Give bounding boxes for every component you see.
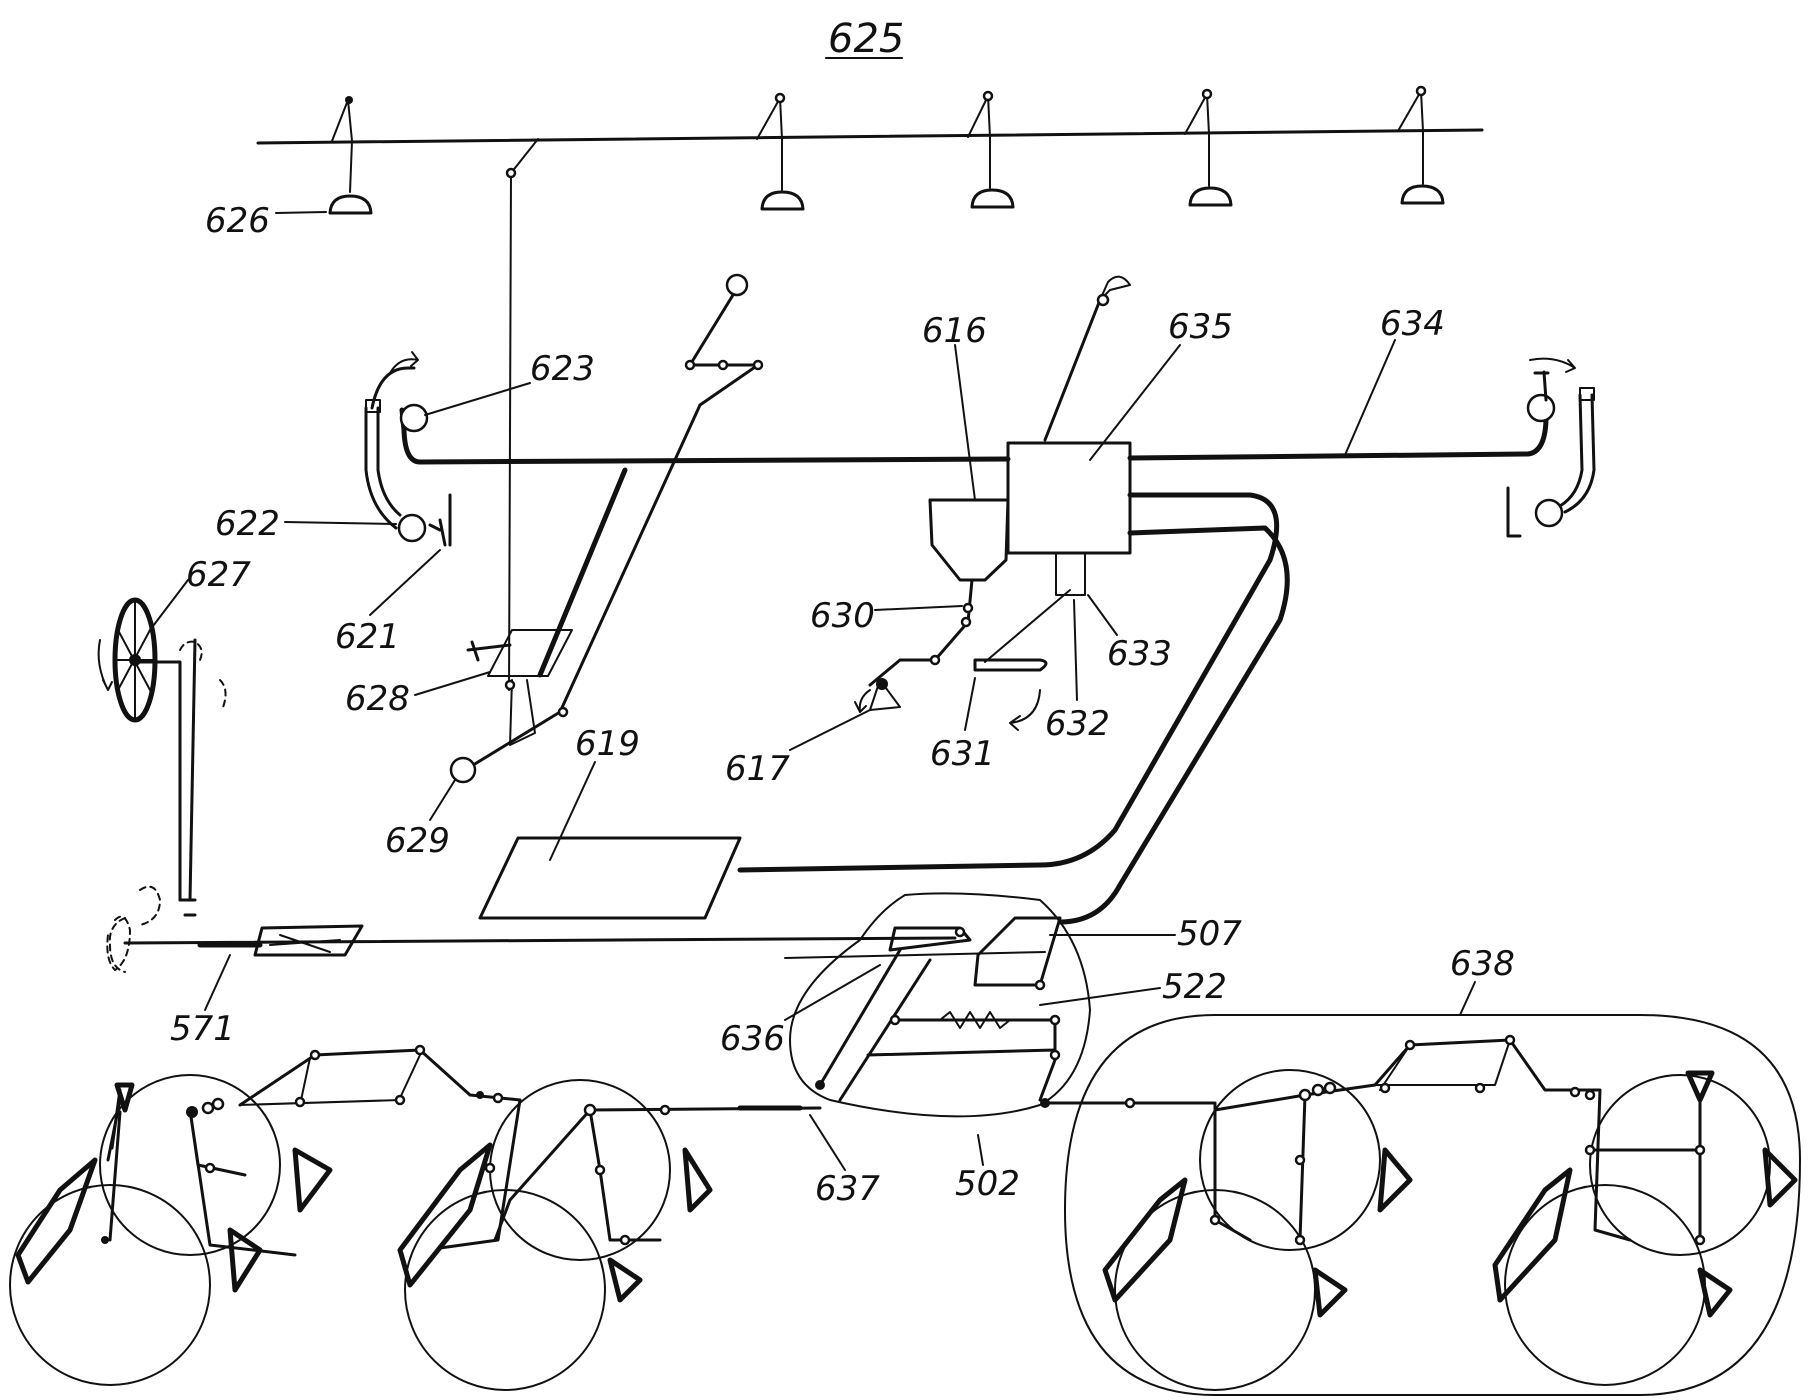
label-621: 621 (335, 617, 400, 657)
central-unit-635 (928, 275, 1132, 596)
lamp-icon (1400, 184, 1445, 205)
label-617: 617 (725, 749, 790, 789)
label-522: 522 (1162, 967, 1227, 1007)
leader-638 (1459, 981, 1476, 1016)
label-571: 571 (170, 1009, 235, 1049)
label-507: 507 (1177, 914, 1242, 954)
leader-630 (874, 605, 963, 611)
controller-628 (449, 403, 702, 784)
label-638: 638 (1450, 944, 1515, 984)
label-626: 626 (205, 201, 270, 241)
lamp-icon (1188, 186, 1233, 207)
coupling-left (588, 1104, 822, 1116)
leader-522 (1039, 987, 1161, 1006)
steering-wheel-627 (97, 597, 227, 971)
right-handle-assembly (1506, 357, 1596, 538)
label-623: 623 (530, 349, 595, 389)
label-635: 635 (1168, 307, 1233, 347)
label-634: 634 (1380, 304, 1445, 344)
left-handle-assembly (364, 351, 452, 547)
lamp-icon (970, 188, 1015, 209)
label-622: 622 (215, 504, 280, 544)
leader-632 (1073, 599, 1078, 701)
drive-shaft-571 (108, 917, 957, 973)
leader-502 (977, 1134, 984, 1166)
leader-629 (429, 779, 456, 821)
label-619: 619 (575, 724, 640, 764)
upper-lever-linkage (684, 273, 764, 407)
leader-626 (275, 211, 327, 214)
leader-637 (809, 1114, 846, 1171)
leader-571 (204, 954, 231, 1011)
knob-629 (449, 756, 477, 784)
label-632: 632 (1045, 704, 1110, 744)
leader-616 (954, 344, 976, 501)
leader-635 (1089, 344, 1181, 461)
leader-636 (784, 964, 881, 1021)
label-636: 636 (720, 1019, 785, 1059)
lever-630-617 (854, 578, 974, 713)
handle-631 (973, 589, 1071, 731)
lamp-icon (760, 190, 805, 211)
leader-628 (414, 671, 491, 696)
label-633: 633 (1107, 634, 1172, 674)
label-502: 502 (955, 1164, 1020, 1204)
wheel-group-1 (9, 1044, 522, 1386)
leader-621 (369, 549, 441, 616)
leader-633 (1087, 594, 1118, 636)
label-637: 637 (815, 1169, 880, 1209)
overhead-rail (256, 85, 1484, 215)
label-631: 631 (930, 734, 995, 774)
box-619 (478, 836, 742, 920)
label-629: 629 (385, 821, 450, 861)
leader-619 (549, 761, 596, 861)
return-hoses (737, 492, 1290, 925)
wheel-group-2 (397, 1079, 713, 1391)
label-627: 627 (186, 555, 251, 595)
leader-617 (789, 709, 871, 751)
leader-631 (964, 677, 976, 731)
label-628: 628 (345, 679, 410, 719)
leader-634 (1344, 339, 1396, 456)
leader-627 (149, 579, 189, 631)
lamp-icon (328, 194, 373, 215)
leader-623 (424, 382, 531, 416)
leader-622 (284, 521, 397, 525)
figure-title: 625 (828, 16, 904, 62)
knob-623 (399, 403, 429, 433)
coupling-right (1043, 1097, 1217, 1172)
main-bus-634 (399, 397, 1551, 465)
label-630: 630 (810, 596, 875, 636)
wheel-group-638 (1064, 1014, 1801, 1396)
hitch-502 (784, 892, 1091, 1118)
knob-622 (397, 513, 427, 543)
vertical-feed-line (505, 138, 539, 691)
